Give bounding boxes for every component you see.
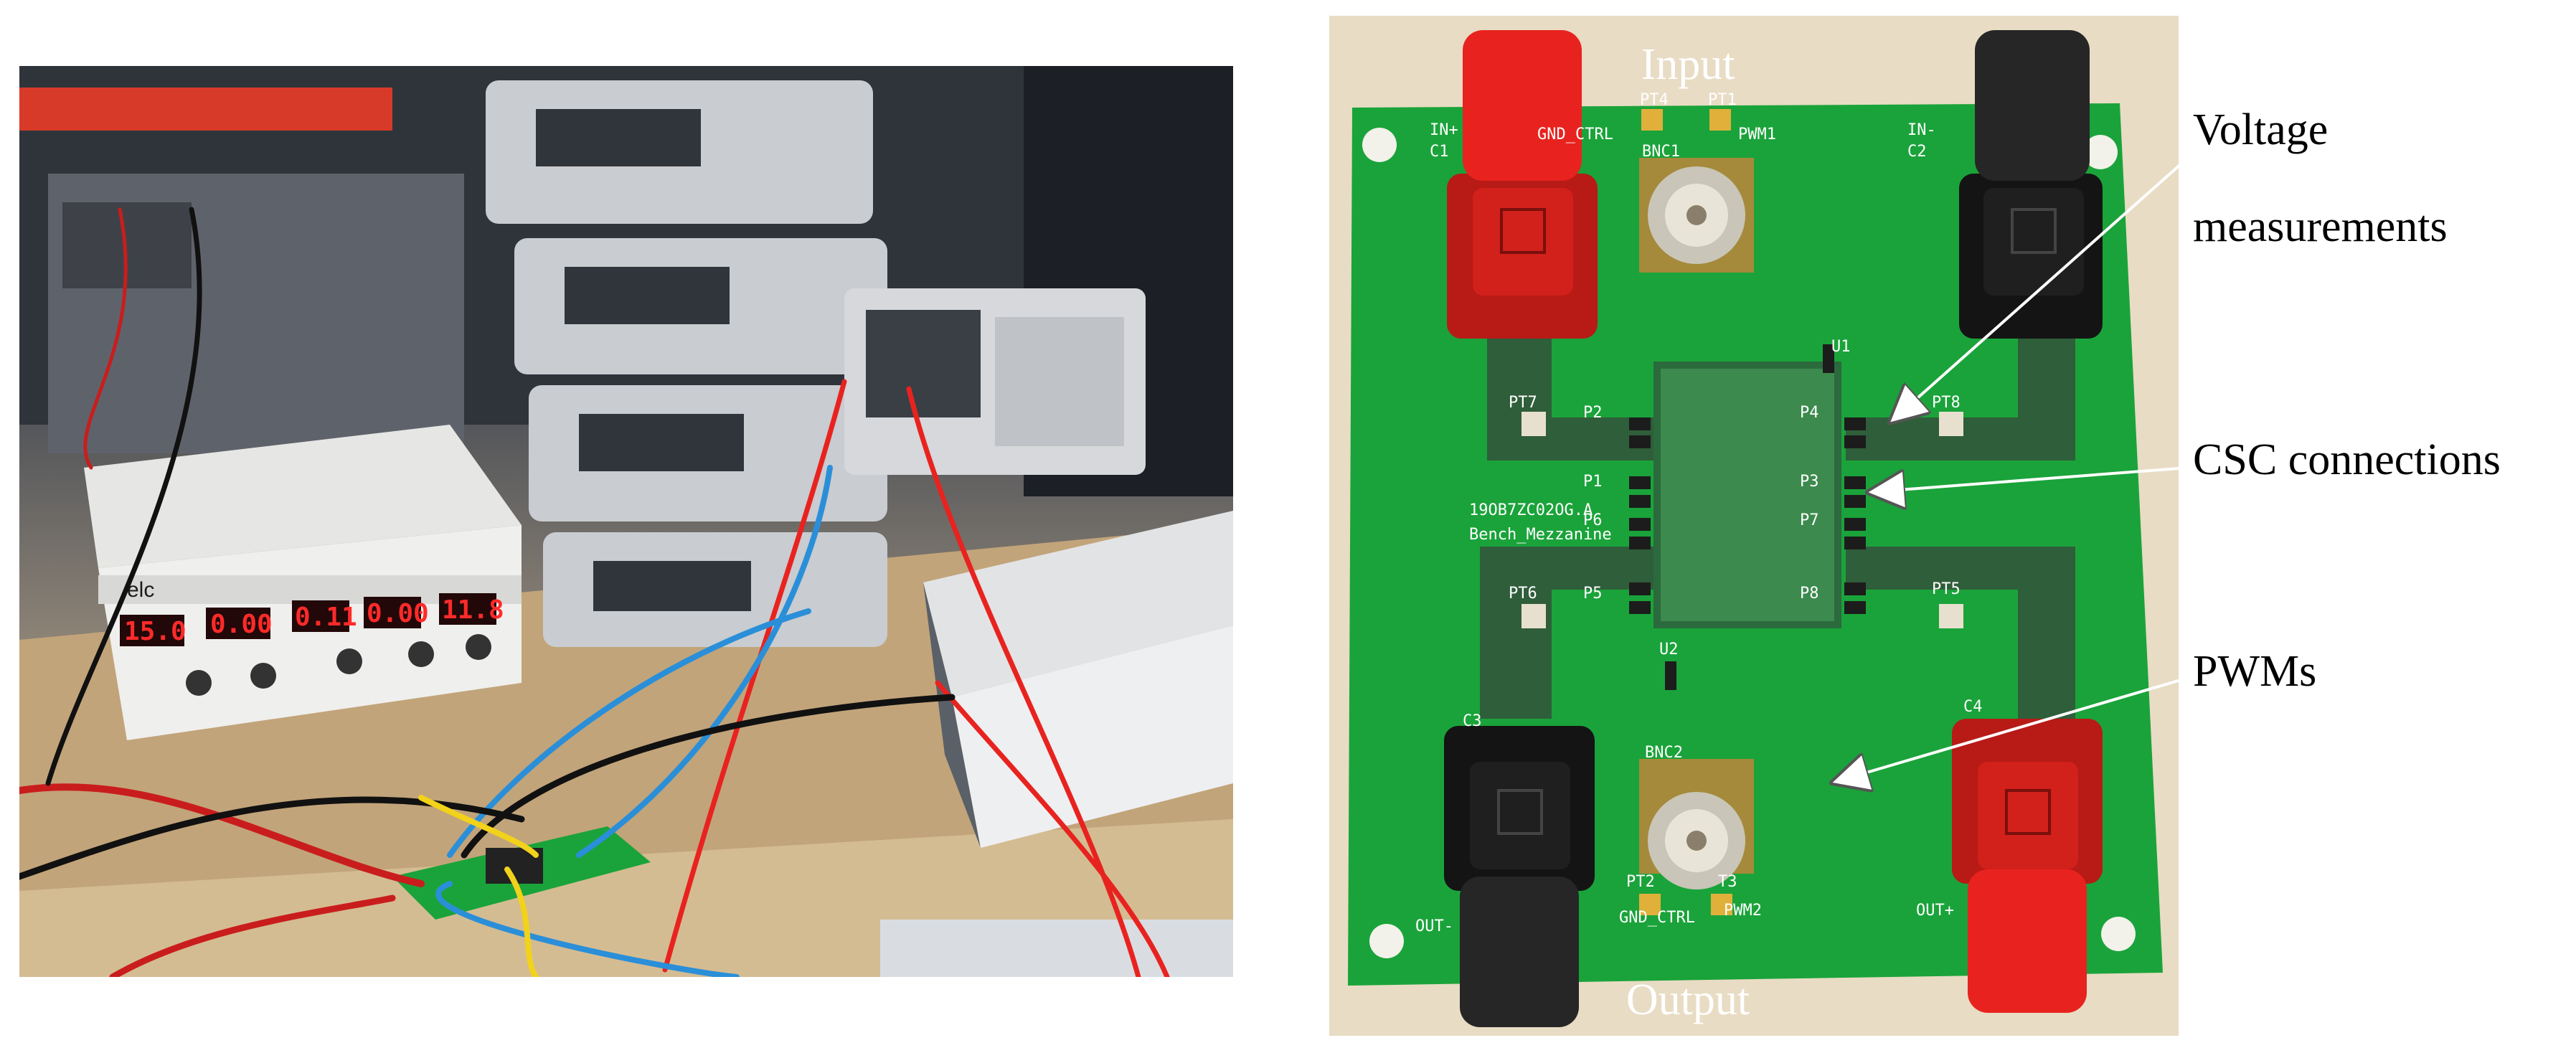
multimeter-stack: [486, 80, 887, 647]
red-terminal-output: [1952, 719, 2103, 1013]
voltage-measurements-label-line1: Voltage: [2193, 105, 2329, 154]
silk-in-neg: IN-: [1907, 121, 1936, 139]
bnc2-connector: [1639, 759, 1754, 889]
black-terminal-input: [1959, 30, 2103, 339]
lab-bench-drawing: elc 15.0 0.00 0.11 0.00 11.8: [19, 66, 1233, 977]
silk-board-id: 19OB7ZC02OG.A: [1469, 501, 1593, 519]
silk-c4: C4: [1963, 698, 1983, 716]
output-label: Output: [1626, 976, 1750, 1024]
silk-pt7: PT7: [1509, 394, 1537, 412]
red-crate: [19, 88, 392, 131]
csc-connections-label: CSC connections: [2193, 435, 2501, 484]
silk-bnc2: BNC2: [1645, 744, 1683, 762]
silk-pt6: PT6: [1509, 585, 1537, 603]
silk-pt8: PT8: [1932, 394, 1961, 412]
silk-p2: P2: [1583, 404, 1603, 422]
silk-pwm1: PWM1: [1738, 126, 1776, 143]
silk-pt3: T3: [1718, 873, 1737, 891]
silk-u1: U1: [1831, 338, 1851, 356]
silk-pt5: PT5: [1932, 580, 1961, 598]
silk-board-name: Bench_Mezzanine: [1469, 526, 1612, 544]
silk-in-pos: IN+: [1430, 121, 1458, 139]
silk-gnd-ctrl-bottom: GND_CTRL: [1619, 909, 1695, 927]
silk-p7: P7: [1800, 511, 1819, 529]
silk-out-pos: OUT+: [1916, 902, 1954, 920]
pcb-drawing: IN+ C1 IN- C2 GND_CTRL PT4 PT1 PWM1 BNC1…: [1348, 30, 2163, 1027]
pwms-label: PWMs: [2193, 647, 2317, 696]
silk-p6: P6: [1583, 511, 1603, 529]
test-cables: [19, 207, 1170, 977]
red-terminal-input: [1447, 30, 1598, 339]
silk-p8: P8: [1800, 585, 1819, 603]
silk-c1: C1: [1430, 143, 1449, 161]
supply-display-5: 11.8: [442, 595, 504, 625]
silk-c2: C2: [1907, 143, 1927, 161]
voltage-measurements-label-line2: measurements: [2193, 202, 2448, 251]
bnc1-connector: [1639, 158, 1754, 273]
black-terminal-output: [1444, 726, 1595, 1027]
oscilloscope: [844, 288, 1146, 475]
supply-display-1: 15.0: [124, 617, 187, 646]
silk-p4: P4: [1800, 404, 1819, 422]
pcb-photo: IN+ C1 IN- C2 GND_CTRL PT4 PT1 PWM1 BNC1…: [1329, 16, 2179, 1036]
silk-pwm2: PWM2: [1724, 902, 1762, 920]
silk-pt1: PT1: [1708, 91, 1737, 109]
header-pins: [1629, 344, 1866, 690]
silk-u2: U2: [1659, 641, 1679, 658]
silk-out-neg: OUT-: [1415, 917, 1453, 935]
silk-p5: P5: [1583, 585, 1603, 603]
test-points: [1521, 109, 1963, 915]
silk-pt2: PT2: [1626, 873, 1655, 891]
lab-bench-photo: elc 15.0 0.00 0.11 0.00 11.8: [19, 66, 1233, 977]
silk-bnc1: BNC1: [1642, 143, 1680, 161]
silk-p3: P3: [1800, 473, 1819, 491]
bench-power-supply: elc 15.0 0.00 0.11 0.00 11.8: [84, 425, 522, 740]
silk-p1: P1: [1583, 473, 1603, 491]
supply-display-2: 0.00: [210, 610, 273, 639]
supply-display-3: 0.11: [295, 603, 357, 632]
supply-display-4: 0.00: [367, 599, 429, 628]
silk-pt4: PT4: [1640, 91, 1669, 109]
input-label: Input: [1641, 40, 1735, 89]
secondary-power-supply: [923, 511, 1233, 848]
silk-c3: C3: [1463, 712, 1482, 730]
silk-gnd-ctrl-top: GND_CTRL: [1537, 126, 1613, 143]
